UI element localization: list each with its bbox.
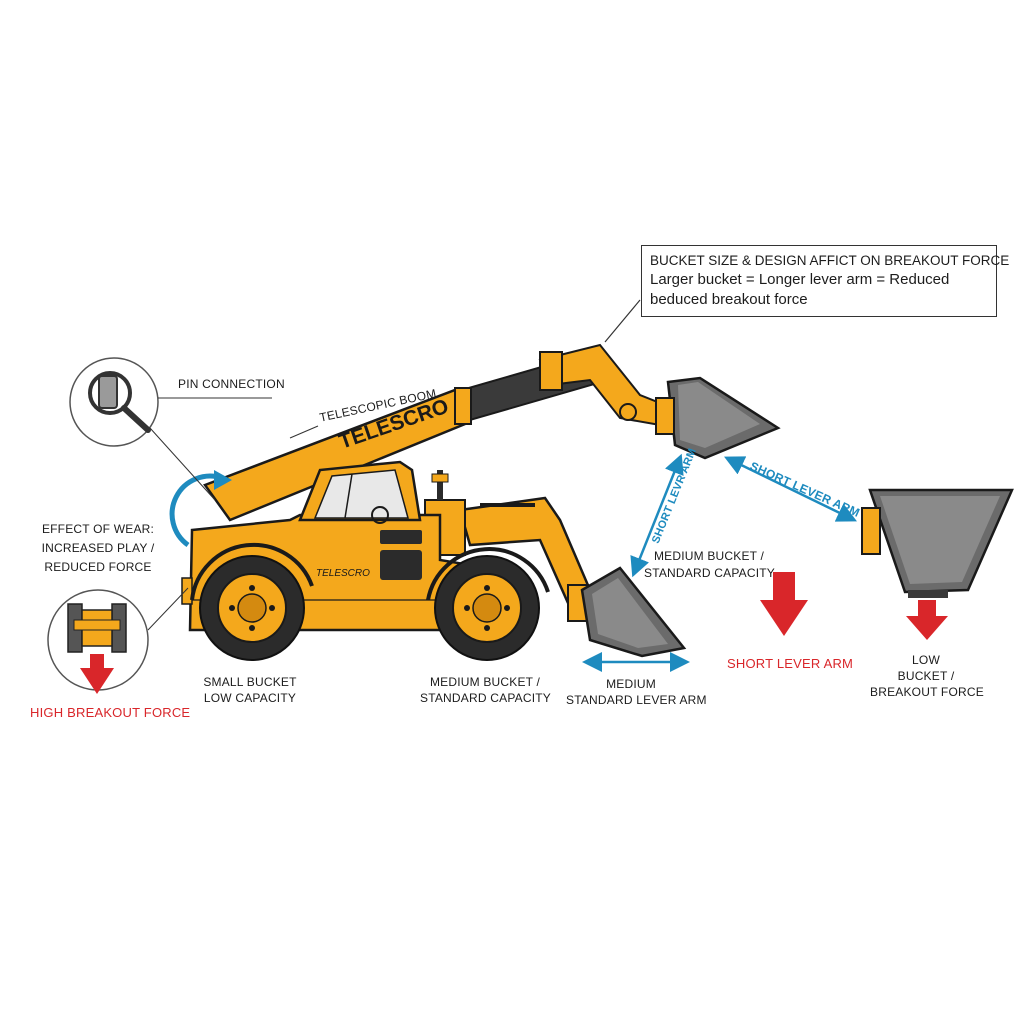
telescopic-boom-leader <box>289 425 319 439</box>
low-bucket-line-3: BREAKOUT FORCE <box>870 685 984 699</box>
effect-of-wear-line-3: REDUCED FORCE <box>44 560 152 574</box>
medium-bucket-bottom-line-2: STANDARD CAPACITY <box>420 691 551 705</box>
pin-connection-label: PIN CONNECTION <box>178 377 285 391</box>
small-bucket-label: SMALL BUCKET LOW CAPACITY <box>195 674 305 706</box>
medium-lever-label: MEDIUM STANDARD LEVER ARM <box>566 676 707 708</box>
pivot-arrow-head <box>214 470 232 490</box>
effect-of-wear-line-1: EFFECT OF WEAR: <box>41 522 155 536</box>
callout-line-2: beduced breakout force <box>650 291 808 308</box>
effect-of-wear-label: EFFECT OF WEAR: INCREASED PLAY / REDUCED… <box>38 520 158 577</box>
callout-line-1: Larger bucket = Longer lever arm = Reduc… <box>650 271 950 288</box>
small-bucket-line-2: LOW CAPACITY <box>203 691 297 705</box>
low-bucket <box>580 566 687 658</box>
front-fender <box>426 547 550 601</box>
telescopic-boom <box>203 343 667 522</box>
medium-lever-line-1: MEDIUM <box>606 677 656 691</box>
force-arrow-middle <box>760 572 808 636</box>
pivot-rotation-arrow <box>169 473 223 548</box>
effect-of-wear-line-2: INCREASED PLAY / <box>41 541 155 555</box>
medium-bucket-mid-label: MEDIUM BUCKET / STANDARD CAPACITY <box>644 548 775 582</box>
wear-inset <box>47 587 189 694</box>
low-bucket-line-1: LOW <box>912 653 940 667</box>
low-bucket-label: LOW BUCKET / BREAKOUT FORCE <box>870 652 984 700</box>
large-bucket <box>861 488 1014 598</box>
small-bucket-line-1: SMALL BUCKET <box>203 675 297 689</box>
body-brand-text: TELESCRO <box>316 568 370 579</box>
rear-wheel <box>199 555 305 661</box>
top-bucket <box>655 376 781 460</box>
callout-box: BUCKET SIZE & DESIGN AFFICT ON BREAKOUT … <box>641 245 1010 317</box>
short-lever-arm-red-label: SHORT LEVER ARM <box>727 656 854 671</box>
callout-title: BUCKET SIZE & DESIGN AFFICT ON BREAKOUT … <box>650 253 1010 268</box>
callout-leader-line <box>604 299 641 343</box>
rear-fender <box>190 542 314 601</box>
high-breakout-force-label: HIGH BREAKOUT FORCE <box>30 705 191 720</box>
medium-bucket-mid-line-1: MEDIUM BUCKET / <box>653 549 765 563</box>
medium-lever-line-2: STANDARD LEVER ARM <box>566 693 707 707</box>
medium-bucket-bottom-label: MEDIUM BUCKET / STANDARD CAPACITY <box>420 674 551 706</box>
medium-bucket-bottom-line-1: MEDIUM BUCKET / <box>429 675 541 689</box>
lever-arrow-short <box>724 456 857 522</box>
force-arrow-right <box>906 600 948 640</box>
front-wheel <box>434 555 540 661</box>
medium-bucket-mid-line-2: STANDARD CAPACITY <box>644 566 775 580</box>
lever-arrow-diagonal-long <box>630 453 684 578</box>
low-bucket-line-2: BUCKET / <box>897 669 955 683</box>
pin-connection-inset <box>69 357 272 501</box>
